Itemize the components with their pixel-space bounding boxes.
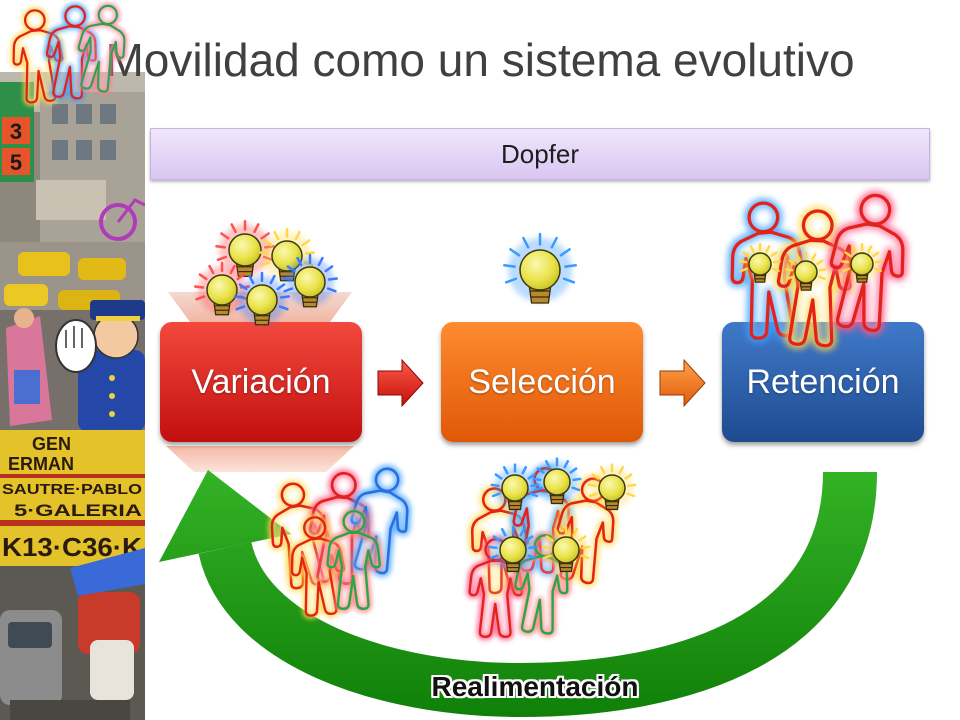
feedback-label: Realimentación bbox=[431, 671, 639, 702]
funnel-bottom bbox=[166, 446, 354, 472]
stage-retencion: Retención bbox=[722, 322, 924, 442]
banner-label: Dopfer bbox=[500, 138, 580, 169]
dopfer-banner: Dopfer bbox=[150, 128, 930, 180]
sign-text: ERMAN bbox=[8, 454, 74, 474]
sign-text: SAUTRE·PABLO bbox=[2, 481, 142, 498]
funnel-top bbox=[168, 292, 352, 322]
slide-title: Movilidad como un sistema evolutivo bbox=[105, 34, 855, 86]
stage-label: Selección bbox=[468, 362, 616, 401]
shopper-figure bbox=[6, 308, 52, 426]
sign-text: 5·GALERIA bbox=[14, 501, 142, 520]
curved-arrow-icon bbox=[159, 470, 877, 718]
sign-text: 5 bbox=[10, 150, 22, 175]
yellow-banners: GEN ERMAN SAUTRE·PABLO 5·GALERIA K13·C36… bbox=[0, 430, 145, 566]
stage-seleccion: Selección bbox=[441, 322, 643, 442]
stage-label: Variación bbox=[191, 362, 331, 401]
stage-label: Retención bbox=[746, 362, 900, 401]
sign-text: GEN bbox=[32, 434, 71, 454]
traffic bbox=[0, 548, 145, 720]
sign-text: 3 bbox=[10, 119, 22, 144]
bicycle-icon bbox=[99, 198, 145, 241]
stage-variacion: Variación bbox=[160, 322, 362, 442]
policeman-figure bbox=[55, 300, 145, 432]
